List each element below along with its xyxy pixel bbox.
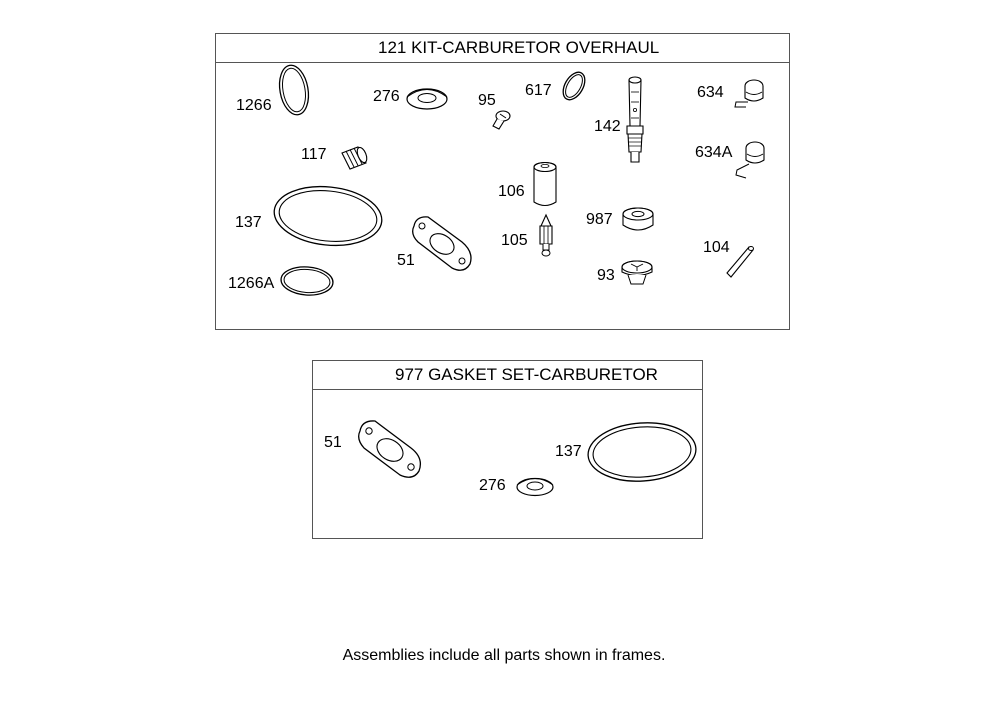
label-1266: 1266 <box>236 97 272 114</box>
gasket-label-276: 276 <box>479 477 506 494</box>
needle-105-drawing <box>536 214 556 258</box>
gasket-flange-51-drawing <box>354 416 428 484</box>
gasket-label-137: 137 <box>555 443 582 460</box>
label-117: 117 <box>301 146 327 163</box>
screw-95-drawing <box>488 108 514 132</box>
label-105: 105 <box>501 232 528 249</box>
label-95: 95 <box>478 92 496 109</box>
label-1266a: 1266A <box>228 275 275 292</box>
label-51: 51 <box>397 252 415 269</box>
footer-note: Assemblies include all parts shown in fr… <box>342 647 666 664</box>
label-93: 93 <box>597 267 615 284</box>
o-ring-617-drawing <box>558 68 590 104</box>
label-634a: 634A <box>695 144 733 161</box>
gasket-ring-137-drawing <box>270 182 386 250</box>
bushing-987-drawing <box>620 205 656 235</box>
label-617: 617 <box>525 82 552 99</box>
nozzle-142-drawing <box>620 74 650 166</box>
label-142: 142 <box>594 118 621 135</box>
kit-frame: 121 KIT-CARBURETOR OVERHAUL <box>215 33 790 330</box>
pin-104-drawing <box>724 244 758 280</box>
spring-634a-drawing <box>731 138 769 182</box>
label-987: 987 <box>586 211 613 228</box>
kit-title: 121 KIT-CARBURETOR OVERHAUL <box>216 34 789 63</box>
seat-93-drawing <box>618 258 656 288</box>
label-276: 276 <box>373 88 400 105</box>
gasket-title: 977 GASKET SET-CARBURETOR <box>313 361 702 390</box>
flange-gasket-51-drawing <box>408 212 478 276</box>
label-106: 106 <box>498 183 525 200</box>
o-ring-1266-drawing <box>274 62 314 118</box>
gasket-label-51: 51 <box>324 434 342 451</box>
fitting-117-drawing <box>336 143 372 173</box>
o-ring-1266a-drawing <box>278 262 336 300</box>
gasket-washer-276-drawing <box>515 474 555 498</box>
cylinder-106-drawing <box>531 160 559 210</box>
spring-634-drawing <box>732 76 768 110</box>
gasket-ring-137-drawing <box>584 418 700 486</box>
label-634: 634 <box>697 84 724 101</box>
washer-276-drawing <box>405 84 449 112</box>
label-137: 137 <box>235 214 262 231</box>
label-104: 104 <box>703 239 730 256</box>
